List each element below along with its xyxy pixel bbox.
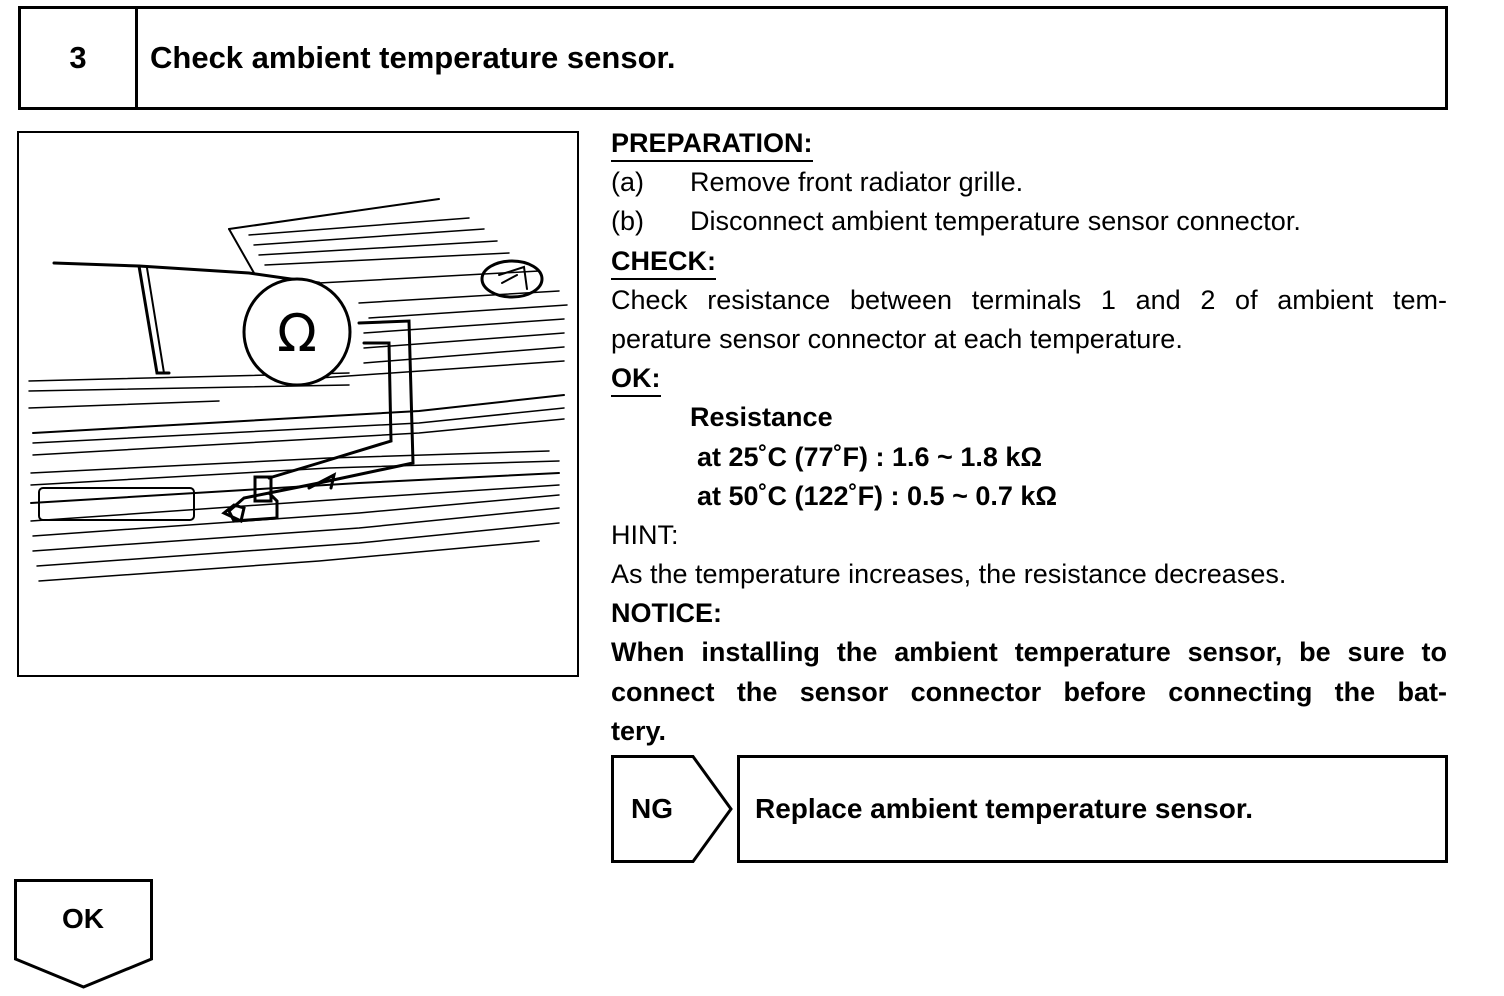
ok-heading: OK: xyxy=(611,362,661,398)
ohm-symbol: Ω xyxy=(277,304,317,364)
hint-heading: HINT: xyxy=(611,519,679,550)
ng-action-text: Replace ambient temperature sensor. xyxy=(755,793,1253,824)
notice-heading: NOTICE: xyxy=(611,598,722,629)
notice-text-line: connect the sensor connector before conn… xyxy=(611,676,1447,707)
check-text-line: perature sensor connector at each temper… xyxy=(611,323,1183,354)
step-title: Check ambient temperature sensor. xyxy=(150,40,676,75)
resistance-title: Resistance xyxy=(690,402,833,433)
ok-arrow-icon xyxy=(14,879,153,989)
preparation-heading: PREPARATION: xyxy=(611,127,813,162)
check-text-line: Check resistance between terminals 1 and… xyxy=(611,284,1447,315)
step-header: 3 Check ambient temperature sensor. xyxy=(18,6,1448,110)
ng-action-box: Replace ambient temperature sensor. xyxy=(737,755,1448,863)
item-label: (a) xyxy=(611,167,644,198)
notice-text-line: tery. xyxy=(611,715,667,746)
notice-text-line: When installing the ambient temperature … xyxy=(611,637,1447,668)
ok-label: OK xyxy=(62,903,104,934)
item-label: (b) xyxy=(611,206,644,237)
instruction-text: PREPARATION: (a) Remove front radiator gr… xyxy=(611,124,1457,751)
check-heading: CHECK: xyxy=(611,245,716,280)
item-text: Remove front radiator grille. xyxy=(690,167,1024,198)
item-text: Disconnect ambient temperature sensor co… xyxy=(690,206,1301,237)
ng-label: NG xyxy=(631,793,673,824)
ng-arrow-icon xyxy=(611,755,733,863)
vehicle-front-drawing: Ω xyxy=(28,198,568,582)
resistance-spec-row: at 50˚C (122˚F) : 0.5 ~ 0.7 kΩ xyxy=(697,480,1058,511)
step-number: 3 xyxy=(21,9,138,107)
ohmmeter-icon xyxy=(242,277,352,387)
preparation-item: (b) Disconnect ambient temperature sensor… xyxy=(611,202,1457,241)
resistance-spec-row: at 25˚C (77˚F) : 1.6 ~ 1.8 kΩ xyxy=(697,441,1043,472)
preparation-item: (a) Remove front radiator grille. xyxy=(611,163,1457,202)
sensor-illustration: Ω xyxy=(17,131,579,677)
hint-text: As the temperature increases, the resist… xyxy=(611,559,1287,590)
